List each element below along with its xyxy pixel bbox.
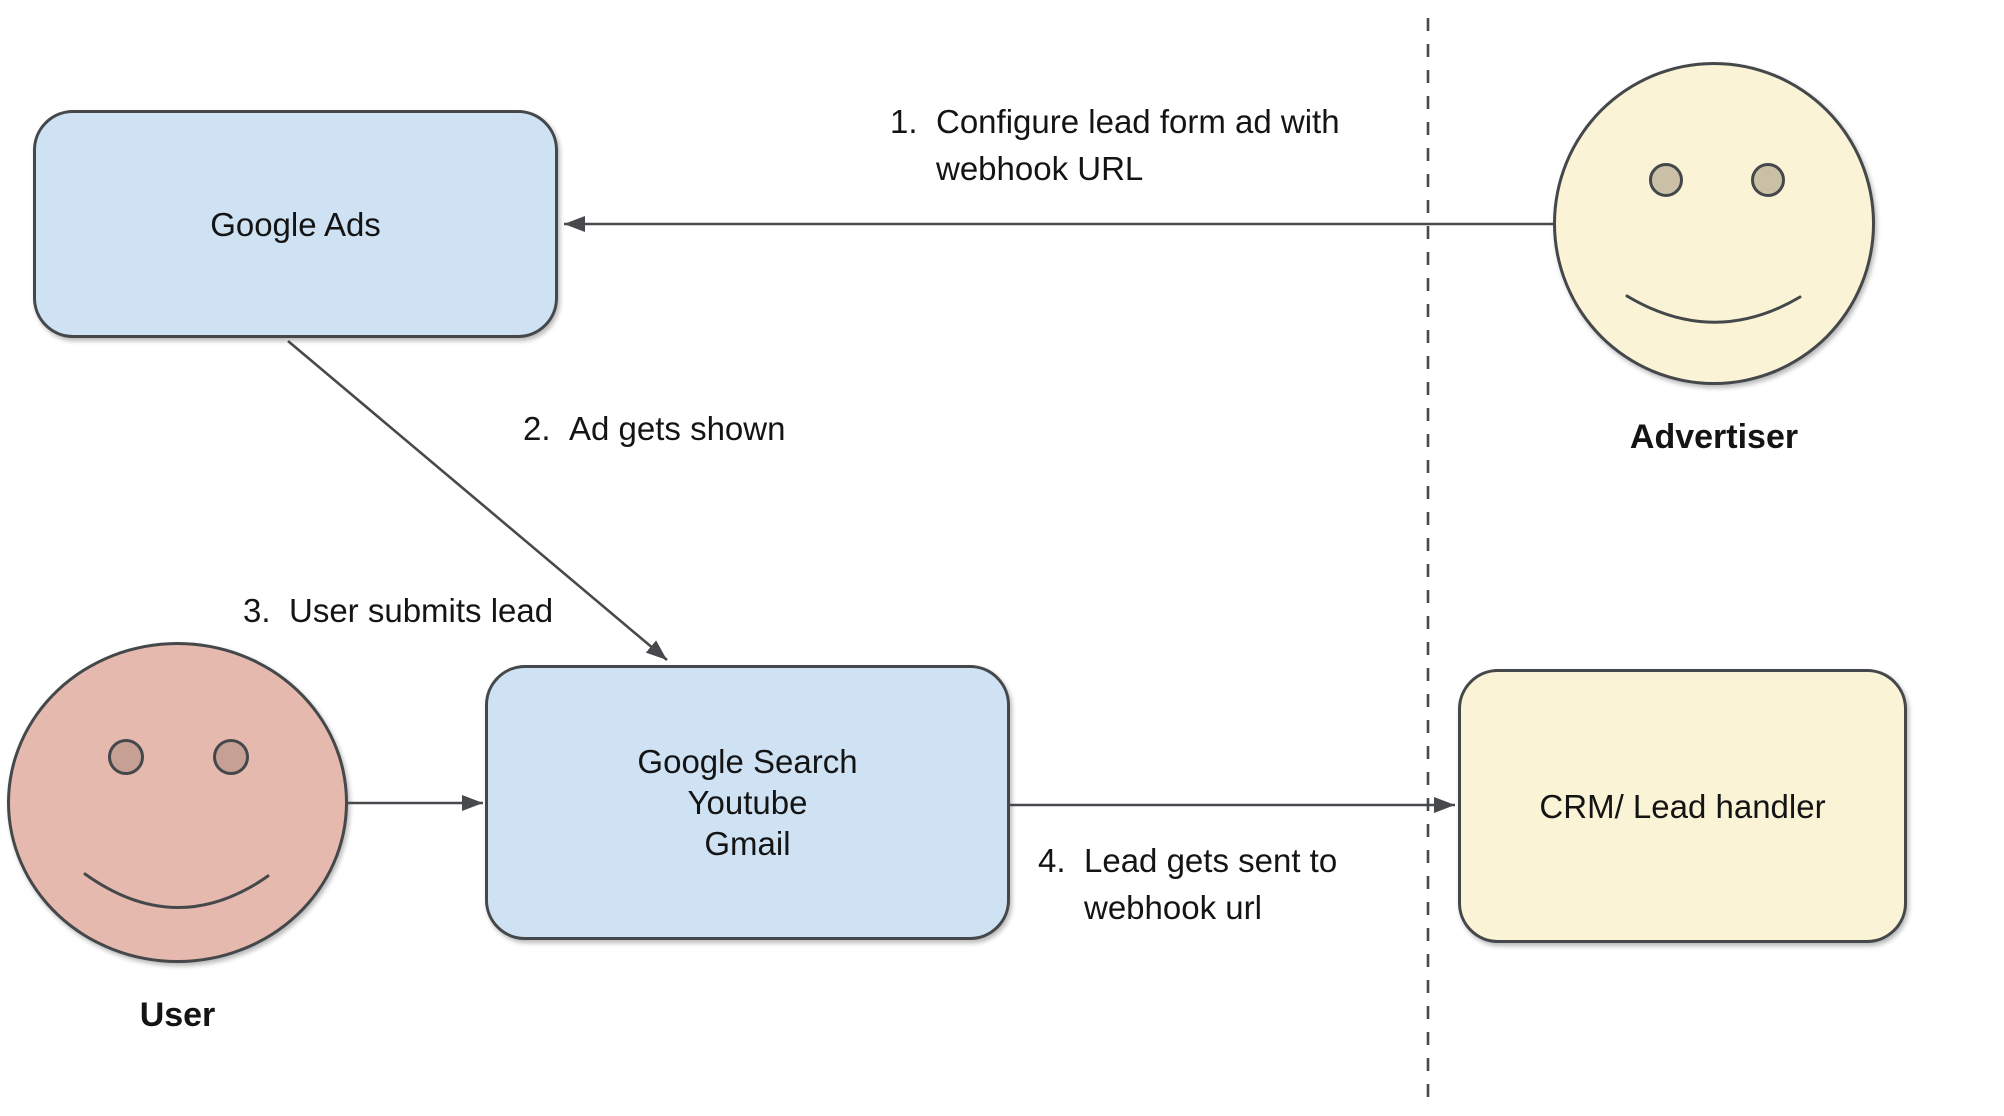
step-1-number: 1. — [890, 103, 918, 140]
step-1-line-2: webhook URL — [936, 150, 1144, 187]
user-label: User — [139, 996, 216, 1034]
google-ads-box: Google Ads — [33, 110, 558, 338]
step-2-text: Ad gets shown — [569, 410, 786, 447]
step-3-text: User submits lead — [289, 592, 554, 629]
step-4-text: Lead gets sent to — [1084, 842, 1338, 879]
crm-box: CRM/ Lead handler — [1458, 669, 1907, 943]
crm-label: CRM/ Lead handler — [1539, 787, 1826, 825]
step-1-text: Configure lead form ad with — [936, 103, 1340, 140]
advertiser-label: Advertiser — [1629, 418, 1799, 456]
step-3-line-1: 3. User submits lead — [243, 587, 553, 634]
platforms-box: Google Search Youtube Gmail — [485, 665, 1010, 940]
platforms-line-2: Youtube — [687, 784, 808, 821]
platforms-line-1: Google Search — [637, 743, 858, 780]
advertiser-right-eye-icon — [1751, 163, 1785, 197]
step-4-number: 4. — [1038, 842, 1066, 879]
advertiser-left-eye-icon — [1649, 163, 1683, 197]
google-ads-label: Google Ads — [210, 205, 381, 243]
user-face-icon — [7, 642, 348, 963]
step-4-label: 4. Lead gets sent to webhook url — [1038, 837, 1337, 931]
step-4-line-1: 4. Lead gets sent to — [1038, 837, 1337, 884]
user-right-eye-icon — [213, 739, 249, 775]
platforms-label: Google Search Youtube Gmail — [637, 741, 857, 864]
step-1-line-1: 1. Configure lead form ad with — [890, 98, 1340, 145]
step-3-label: 3. User submits lead — [243, 587, 553, 634]
step-4-line-2: webhook url — [1084, 889, 1262, 926]
step-3-number: 3. — [243, 592, 271, 629]
step-2-label: 2. Ad gets shown — [523, 405, 785, 452]
step-1-label: 1. Configure lead form ad with webhook UR… — [890, 98, 1340, 192]
step-2-line-1: 2. Ad gets shown — [523, 405, 785, 452]
user-left-eye-icon — [108, 739, 144, 775]
advertiser-face-icon — [1553, 62, 1875, 385]
step-2-number: 2. — [523, 410, 551, 447]
platforms-line-3: Gmail — [704, 825, 791, 862]
